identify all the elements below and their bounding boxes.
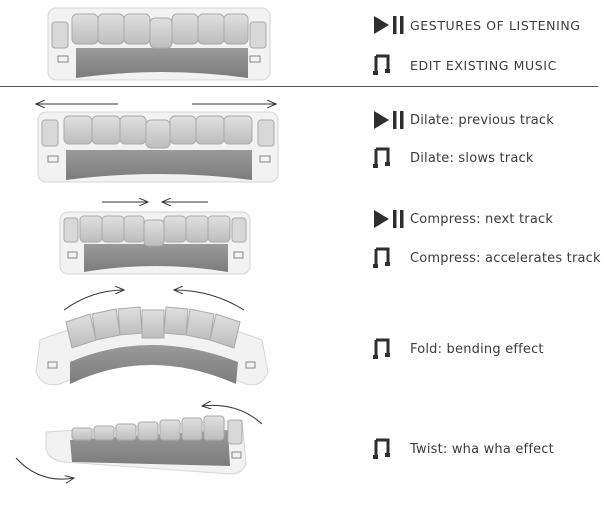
legend-edit: EDIT EXISTING MUSIC: [372, 52, 557, 78]
gesture-label: Twist: wha wha effect: [410, 441, 554, 457]
gesture-twist-edit: Twist: wha wha effect: [372, 436, 554, 462]
device-twist: [15, 405, 263, 479]
music-note-icon: [372, 437, 410, 461]
music-note-icon: [372, 53, 410, 77]
legend-edit-label: EDIT EXISTING MUSIC: [410, 57, 557, 73]
device-compress: [59, 202, 251, 275]
play-pause-icon: [372, 108, 410, 132]
gesture-label: Dilate: slows track: [410, 150, 534, 166]
gesture-label: Compress: accelerates track: [410, 250, 601, 266]
gesture-label: Compress: next track: [410, 211, 554, 227]
gesture-dilate-play: Dilate: previous track: [372, 107, 554, 133]
legend-play-label: GESTURES OF LISTENING: [410, 17, 581, 33]
gesture-label: Dilate: previous track: [410, 112, 555, 128]
device-neutral: [47, 7, 271, 81]
gesture-dilate-edit: Dilate: slows track: [372, 145, 534, 171]
music-note-icon: [372, 337, 410, 361]
play-pause-icon: [372, 13, 410, 37]
music-note-icon: [372, 146, 410, 170]
device-fold: [35, 290, 269, 386]
gesture-compress-play: Compress: next track: [372, 206, 553, 232]
music-note-icon: [372, 246, 410, 270]
section-divider: [0, 86, 598, 87]
device-dilate: [36, 104, 279, 183]
gesture-compress-edit: Compress: accelerates track: [372, 245, 601, 271]
gesture-label: Fold: bending effect: [410, 341, 544, 357]
play-pause-icon: [372, 207, 410, 231]
gesture-fold-edit: Fold: bending effect: [372, 336, 544, 362]
legend-play: GESTURES OF LISTENING: [372, 12, 581, 38]
